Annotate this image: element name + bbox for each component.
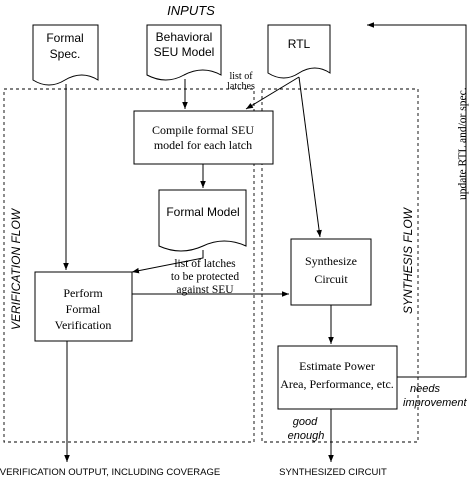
- synthesized-circuit-label: SYNTHESIZED CIRCUIT: [279, 467, 387, 478]
- perform-label-2: Formal: [66, 302, 101, 316]
- arrow-rtl-to-compile: [245, 76, 300, 110]
- estimate-power-box: [277, 345, 398, 410]
- estimate-label-1: Estimate Power: [299, 359, 375, 373]
- rtl-document: [267, 24, 331, 79]
- verification-flow-label: VERIFICATION FLOW: [9, 207, 23, 330]
- rtl-label: RTL: [288, 37, 311, 51]
- formal-spec-label-2: Spec.: [50, 47, 81, 61]
- behavioral-seu-model-document: [146, 24, 222, 81]
- synthesize-label-1: Synthesize: [305, 254, 357, 268]
- arrow-rtl-to-synthesize: [298, 76, 322, 238]
- compile-label-1: Compile formal SEU: [152, 123, 254, 137]
- latches-protected-label-1: list of latches: [174, 258, 236, 270]
- formal-model-document: [158, 189, 247, 252]
- perform-label-3: Verification: [55, 318, 112, 332]
- formal-spec-document: [32, 24, 99, 86]
- latches-protected-label-2: to be protected: [171, 271, 240, 283]
- list-of-latches-label-2: latches: [227, 81, 255, 92]
- verification-flow-region: [3, 88, 255, 443]
- formal-model-label: Formal Model: [166, 205, 239, 219]
- estimate-label-2: Area, Performance, etc.: [280, 377, 394, 391]
- synthesis-flow-label: SYNTHESIS FLOW: [401, 206, 415, 314]
- formal-spec-label-1: Formal: [46, 31, 83, 45]
- compile-label-2: model for each latch: [154, 138, 252, 152]
- synthesize-label-2: Circuit: [314, 272, 348, 286]
- perform-formal-verification-box: [34, 271, 133, 342]
- verification-output-label: VERIFICATION OUTPUT, INCLUDING COVERAGE: [0, 467, 220, 478]
- good-label: good: [293, 416, 318, 428]
- arrow-feedback-update: [367, 22, 467, 378]
- behavioral-label-2: SEU Model: [154, 45, 215, 59]
- update-rtl-label: update RTL and/or spec.: [457, 87, 469, 200]
- latches-protected-label-3: against SEU: [176, 284, 234, 296]
- arrow-formal-model-to-verification: [131, 250, 204, 274]
- synthesize-circuit-box: [290, 238, 372, 306]
- improvement-label: improvement: [403, 397, 468, 409]
- needs-label: needs: [410, 383, 440, 395]
- inputs-title: INPUTS: [167, 3, 215, 18]
- list-of-latches-label-1: list of: [229, 71, 253, 82]
- enough-label: enough: [288, 430, 325, 442]
- perform-label-1: Perform: [63, 286, 103, 300]
- behavioral-label-1: Behavioral: [156, 30, 213, 44]
- synthesis-flow-region: [261, 88, 419, 443]
